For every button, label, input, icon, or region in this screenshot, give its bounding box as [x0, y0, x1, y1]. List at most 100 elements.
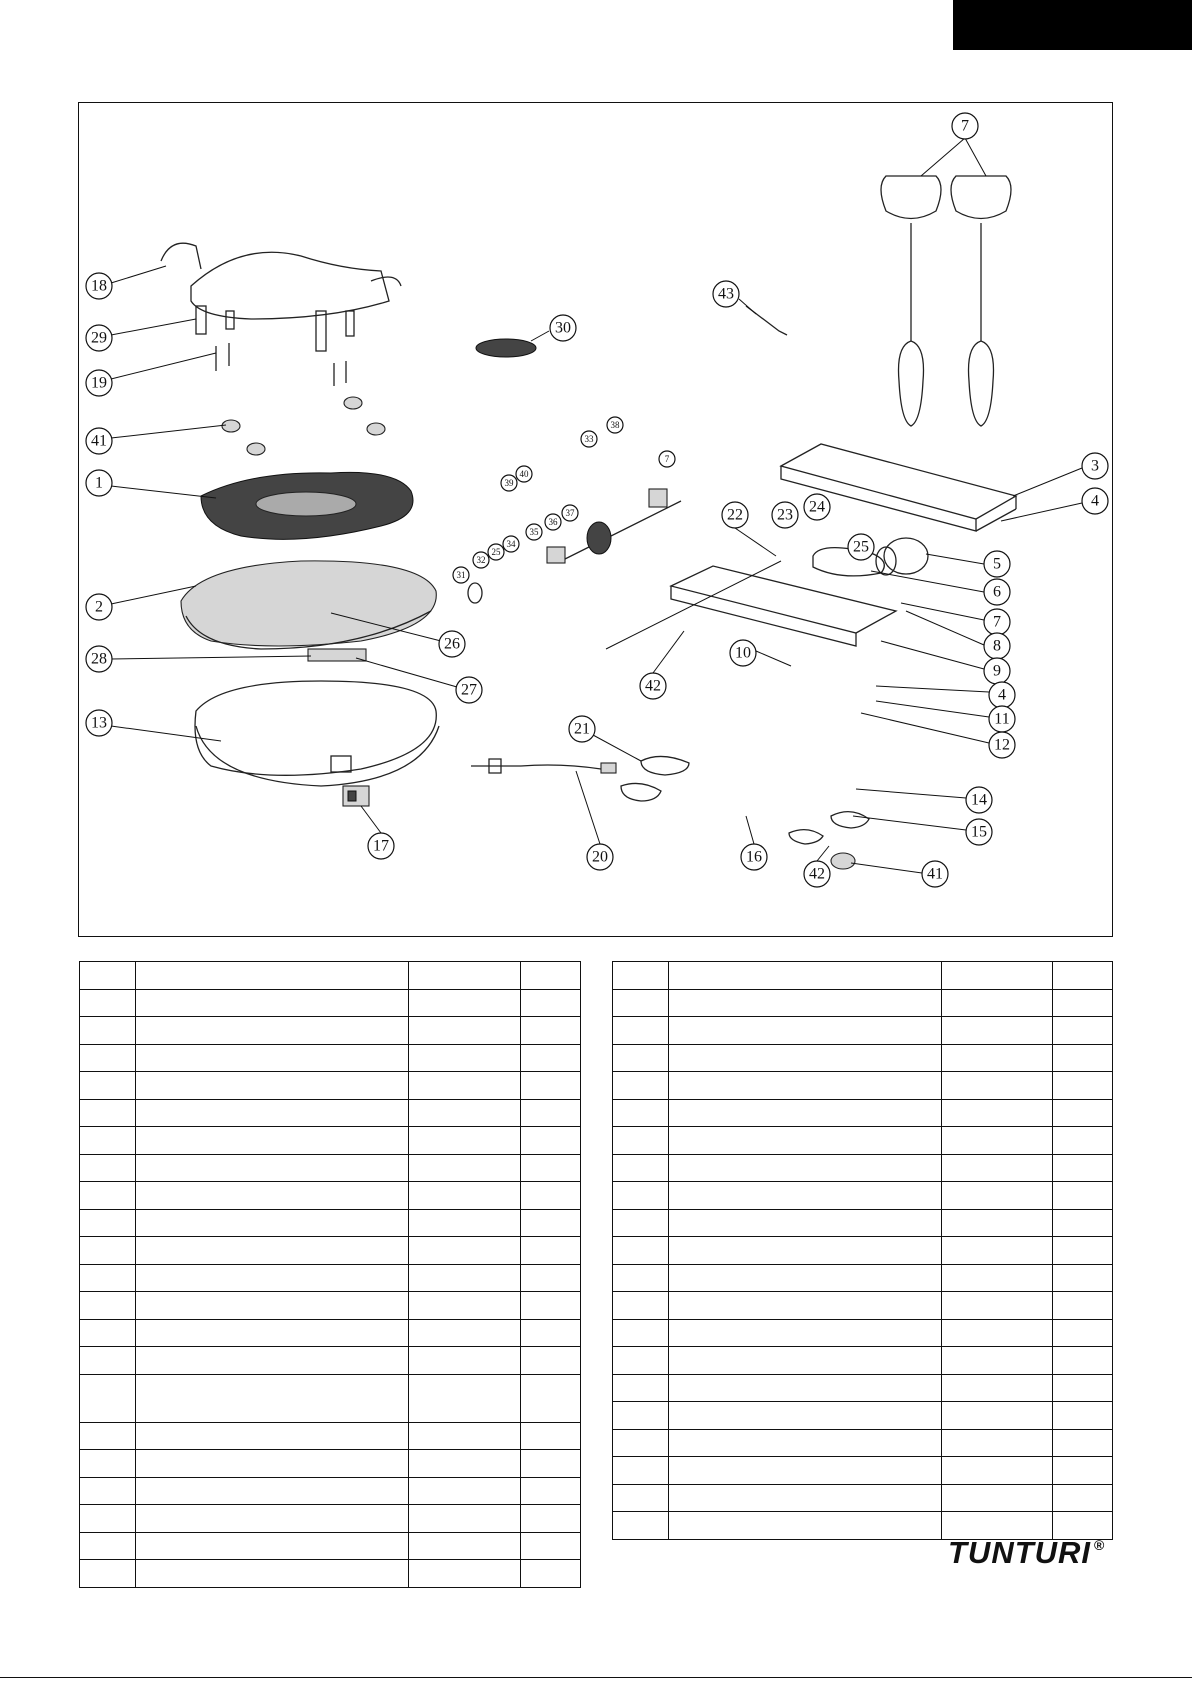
table-cell: [612, 1346, 669, 1375]
table-row: [612, 1016, 1113, 1045]
table-cell: [135, 1153, 409, 1182]
table-cell: [941, 1236, 1053, 1265]
table-cell: [520, 1559, 581, 1588]
table-cell: [941, 1126, 1053, 1155]
part-callout-28: 28: [85, 645, 113, 673]
table-row: [612, 1153, 1113, 1182]
table-cell: [668, 1318, 942, 1347]
svg-text:12: 12: [994, 737, 1010, 754]
table-cell: [612, 1318, 669, 1347]
table-cell: [612, 1043, 669, 1072]
table-cell: [135, 1559, 409, 1588]
part-callout-3: 3: [1081, 452, 1109, 480]
allen-key-part: [745, 305, 788, 336]
part-callout-42: 42: [639, 672, 667, 700]
exercise-handles-part: [880, 175, 1012, 427]
table-row: [79, 961, 581, 990]
part-callout-5: 5: [983, 550, 1011, 578]
brand-logo: TUNTURI®: [948, 1535, 1106, 1570]
table-row: [612, 1236, 1113, 1265]
svg-text:1: 1: [95, 475, 103, 492]
svg-text:21: 21: [574, 721, 590, 738]
table-cell: [408, 1476, 521, 1505]
table-row: [612, 1456, 1113, 1485]
table-cell: [135, 1504, 409, 1533]
table-cell: [135, 1016, 409, 1045]
table-cell: [941, 1291, 1053, 1320]
table-cell: [408, 1153, 521, 1182]
table-cell: [79, 1504, 136, 1533]
table-cell: [668, 1401, 942, 1430]
part-callout-7: 7: [983, 608, 1011, 636]
table-cell: [612, 1456, 669, 1485]
table-cell: [668, 1098, 942, 1127]
table-cell: [408, 1208, 521, 1237]
svg-text:27: 27: [461, 682, 477, 699]
table-cell: [520, 1291, 581, 1320]
svg-text:15: 15: [971, 824, 987, 841]
table-row: [79, 1098, 581, 1127]
table-cell: [135, 1531, 409, 1560]
parts-table-right: [612, 961, 1113, 1540]
table-cell: [408, 1236, 521, 1265]
table-cell: [408, 988, 521, 1017]
table-cell: [612, 1153, 669, 1182]
table-cell: [668, 961, 942, 990]
table-row: [79, 1236, 581, 1265]
table-row: [612, 1511, 1113, 1540]
table-cell: [408, 1373, 521, 1423]
table-cell: [408, 1531, 521, 1560]
table-cell: [520, 1098, 581, 1127]
table-cell: [520, 1181, 581, 1210]
table-cell: [520, 1346, 581, 1375]
table-cell: [520, 1531, 581, 1560]
table-cell: [941, 1373, 1053, 1402]
table-cell: [79, 1263, 136, 1292]
foot-mat-part: [200, 471, 414, 540]
svg-text:32: 32: [477, 555, 486, 565]
part-callout-15: 15: [965, 818, 993, 846]
svg-text:36: 36: [549, 517, 559, 527]
table-cell: [668, 988, 942, 1017]
table-cell: [408, 1071, 521, 1100]
table-row: [612, 1263, 1113, 1292]
table-cell: [1052, 1318, 1113, 1347]
table-row: [612, 961, 1113, 990]
table-cell: [408, 1449, 521, 1478]
table-cell: [79, 1531, 136, 1560]
table-cell: [612, 1483, 669, 1512]
footer-rule: [0, 1677, 1192, 1678]
table-row: [612, 1071, 1113, 1100]
table-cell: [612, 1428, 669, 1457]
table-row: [612, 988, 1113, 1017]
part-callout-7: 7: [658, 450, 676, 468]
table-cell: [520, 1153, 581, 1182]
table-row: [79, 1016, 581, 1045]
table-cell: [135, 961, 409, 990]
table-cell: [668, 1153, 942, 1182]
table-cell: [520, 1449, 581, 1478]
page-corner-tab: [953, 0, 1192, 50]
table-cell: [1052, 1181, 1113, 1210]
table-row: [612, 1181, 1113, 1210]
table-cell: [135, 1318, 409, 1347]
table-cell: [135, 1263, 409, 1292]
svg-text:7: 7: [961, 118, 969, 135]
table-cell: [520, 1016, 581, 1045]
table-row: [612, 1318, 1113, 1347]
grill-part: [475, 338, 537, 358]
svg-text:6: 6: [993, 584, 1001, 601]
part-callout-41: 41: [85, 427, 113, 455]
table-row: [79, 1476, 581, 1505]
table-cell: [1052, 1291, 1113, 1320]
table-cell: [941, 1483, 1053, 1512]
table-cell: [612, 1126, 669, 1155]
switch-part: [342, 785, 370, 807]
table-cell: [408, 1559, 521, 1588]
part-callout-18: 18: [85, 272, 113, 300]
part-callout-12: 12: [988, 731, 1016, 759]
table-cell: [612, 1236, 669, 1265]
part-callout-39: 39: [500, 474, 518, 492]
svg-text:42: 42: [645, 678, 661, 695]
